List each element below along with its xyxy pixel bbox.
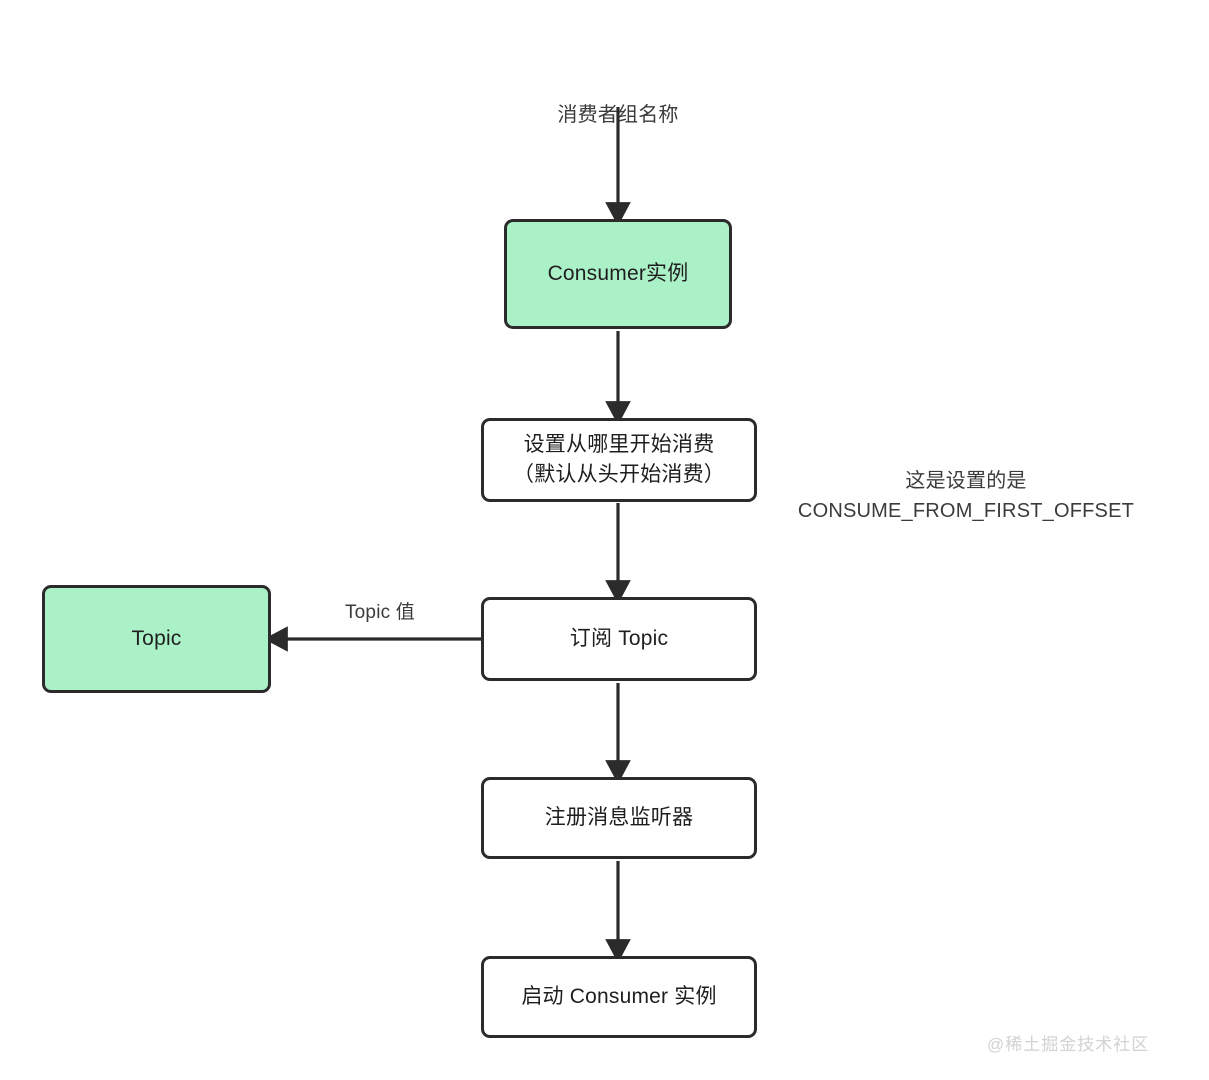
node-subscribe-topic[interactable]: 订阅 Topic <box>481 597 757 681</box>
node-consumer-instance-label: Consumer实例 <box>547 261 689 285</box>
edge-label-topic-value-text: Topic 值 <box>344 602 416 623</box>
annotation-consume-from-first-offset-label: 这是设置的是 CONSUME_FROM_FIRST_OFFSET <box>797 470 1135 522</box>
annotation-consume-from-first-offset: 这是设置的是 CONSUME_FROM_FIRST_OFFSET <box>766 436 1166 526</box>
node-topic[interactable]: Topic <box>42 585 271 693</box>
node-consumer-instance[interactable]: Consumer实例 <box>504 219 732 329</box>
node-start-consumer-label: 启动 Consumer 实例 <box>521 984 717 1008</box>
node-set-consume-start[interactable]: 设置从哪里开始消费 （默认从头开始消费） <box>481 418 757 502</box>
node-set-consume-start-label: 设置从哪里开始消费 （默认从头开始消费） <box>513 432 725 486</box>
watermark-label: @稀土掘金技术社区 <box>987 1035 1150 1054</box>
node-topic-label: Topic <box>131 626 182 650</box>
node-subscribe-topic-label: 订阅 Topic <box>569 626 669 650</box>
page-title: 消费者组名称 <box>498 70 738 130</box>
node-register-listener-label: 注册消息监听器 <box>544 805 694 829</box>
watermark: @稀土掘金技术社区 <box>987 1030 1149 1055</box>
node-start-consumer[interactable]: 启动 Consumer 实例 <box>481 956 757 1038</box>
page-title-label: 消费者组名称 <box>557 104 679 126</box>
node-register-listener[interactable]: 注册消息监听器 <box>481 777 757 859</box>
edge-label-topic-value: Topic 值 <box>300 597 460 624</box>
